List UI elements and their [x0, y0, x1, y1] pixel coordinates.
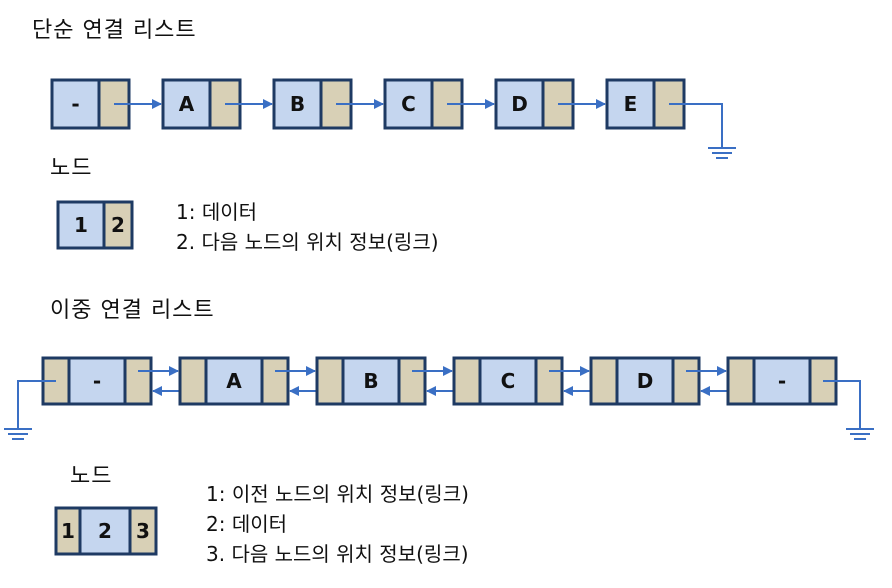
ground-icon-left: [4, 428, 32, 440]
node-label: D: [511, 92, 528, 116]
node-label: -: [71, 92, 79, 116]
double-node-1: A: [178, 356, 290, 406]
node-label: B: [363, 369, 378, 393]
next-link-cell: [534, 356, 564, 406]
node-label: B: [290, 92, 305, 116]
double-list-title: 이중 연결 리스트: [50, 298, 215, 323]
double-node-0: -: [41, 356, 153, 406]
double-legend-prev-link: 1: 이전 노드의 위치 정보(링크): [206, 482, 469, 506]
double-legend-data: 2: 데이터: [206, 512, 288, 536]
node-label: C: [401, 92, 416, 116]
link-cell: [102, 200, 134, 250]
next-link-cell: [397, 356, 427, 406]
double-node-4: D: [589, 356, 701, 406]
data-cell: [478, 356, 538, 406]
next-link-cell: [123, 356, 153, 406]
data-cell: [605, 78, 656, 130]
double-node-5: -: [726, 356, 838, 406]
prev-link-cell: [726, 356, 756, 406]
field-number: 1: [74, 213, 88, 237]
single-list-title: 단순 연결 리스트: [32, 18, 197, 43]
single-node-title: 노드: [50, 156, 93, 181]
null-next-link: [823, 380, 861, 429]
node-label: A: [226, 369, 242, 393]
prev-link-cell: [452, 356, 482, 406]
field-number: 1: [61, 519, 75, 543]
node-label: -: [93, 369, 101, 393]
prev-link-cell: [589, 356, 619, 406]
double-node-2: B: [315, 356, 427, 406]
data-cell: [341, 356, 401, 406]
single-legend-link: 2. 다음 노드의 위치 정보(링크): [176, 230, 439, 254]
field-number: 2: [111, 213, 125, 237]
single-node-0: -: [50, 78, 131, 130]
double-node-title: 노드: [70, 464, 113, 489]
node-label: C: [501, 369, 516, 393]
ground-icon-right: [846, 428, 874, 440]
node-label: E: [624, 92, 638, 116]
field-number: 3: [136, 519, 150, 543]
data-cell: [161, 78, 212, 130]
ground-icon: [708, 147, 736, 159]
null-link: [669, 103, 723, 148]
next-link-cell: [260, 356, 290, 406]
next-link-cell: [128, 506, 158, 556]
field-number: 2: [98, 519, 112, 543]
prev-link-cell: [315, 356, 345, 406]
single-legend-data: 1: 데이터: [176, 200, 258, 224]
node-label: D: [637, 369, 654, 393]
double-node-3: C: [452, 356, 564, 406]
null-prev-link: [17, 380, 56, 429]
node-label: A: [179, 92, 195, 116]
next-link-cell: [671, 356, 701, 406]
data-cell: [67, 356, 127, 406]
prev-link-cell: [178, 356, 208, 406]
double-legend-next-link: 3. 다음 노드의 위치 정보(링크): [206, 542, 469, 566]
node-label: -: [778, 369, 786, 393]
